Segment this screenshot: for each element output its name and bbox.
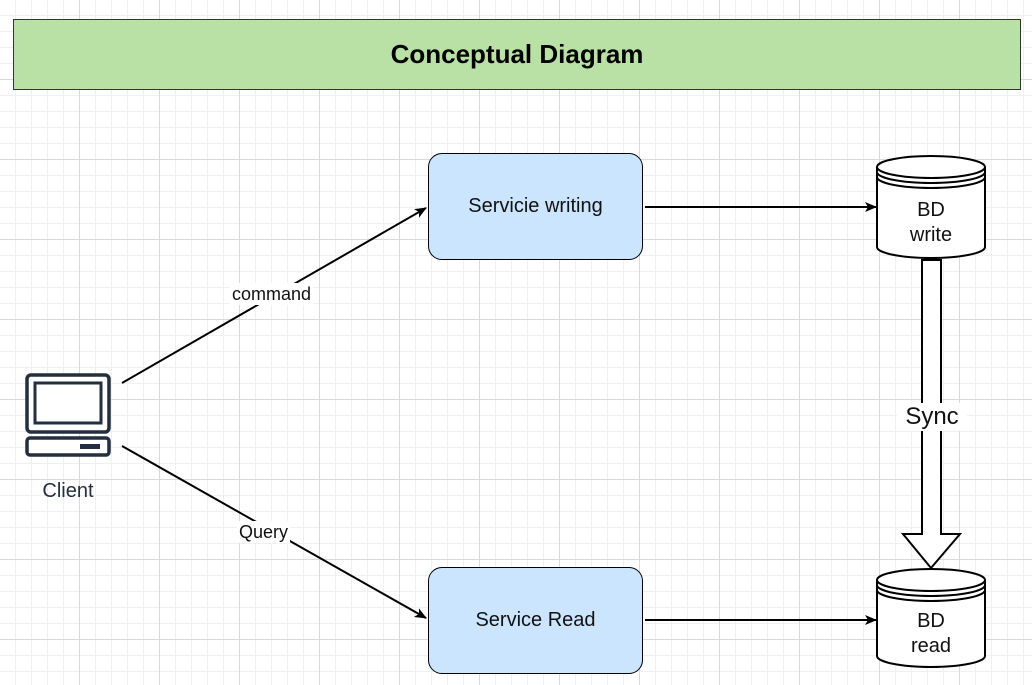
db-write-label: BD write xyxy=(877,198,985,248)
query-label: Query xyxy=(237,521,291,543)
db-read-label: BD read xyxy=(877,609,985,659)
client-label: Client xyxy=(42,480,94,502)
db-write-label-line1: BD xyxy=(917,199,945,221)
service-read-node: Service Read xyxy=(428,567,643,674)
db-write-label-line2: write xyxy=(909,224,953,246)
desktop-computer-icon xyxy=(25,373,111,457)
sync-label: Sync xyxy=(897,403,967,431)
command-label: command xyxy=(230,283,314,305)
db-read-label-line2: read xyxy=(910,635,952,657)
db-read-label-line1: BD xyxy=(917,610,945,632)
diagram-title: Conceptual Diagram xyxy=(13,19,1021,90)
service-writing-node: Servicie writing xyxy=(428,153,643,260)
db-write-cylinder xyxy=(876,155,986,259)
db-read-cylinder xyxy=(876,568,986,668)
